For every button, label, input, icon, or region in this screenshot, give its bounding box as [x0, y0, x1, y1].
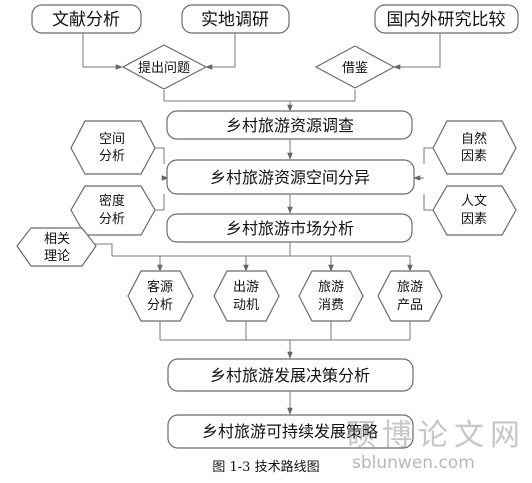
- svg-text:乡村旅游发展决策分析: 乡村旅游发展决策分析: [210, 366, 370, 385]
- svg-text:国内外研究比较: 国内外研究比较: [387, 10, 506, 30]
- svg-text:理论: 理论: [44, 249, 70, 264]
- svg-text:因素: 因素: [461, 149, 487, 164]
- top-box-literature: 文献分析: [31, 4, 142, 34]
- step-decision-analysis: 乡村旅游发展决策分析: [167, 358, 414, 392]
- step-spatial-differentiation: 乡村旅游资源空间分异: [166, 159, 415, 195]
- svg-text:乡村旅游资源调查: 乡村旅游资源调查: [226, 116, 354, 135]
- svg-text:sblunwen.com: sblunwen.com: [352, 453, 475, 473]
- svg-text:乡村旅游资源空间分异: 乡村旅游资源空间分异: [210, 168, 370, 187]
- hex-tourism-products: 旅游 产品: [377, 270, 443, 322]
- top-box-field-survey: 实地调研: [181, 4, 290, 34]
- diamond-reference: 借鉴: [314, 45, 396, 89]
- svg-text:空间: 空间: [99, 132, 125, 147]
- svg-text:乡村旅游市场分析: 乡村旅游市场分析: [226, 219, 354, 238]
- svg-text:分析: 分析: [147, 298, 173, 313]
- svg-text:消费: 消费: [318, 298, 344, 313]
- svg-text:文献分析: 文献分析: [52, 10, 120, 30]
- diamond-raise-question: 提出问题: [121, 44, 208, 90]
- svg-text:旅游: 旅游: [397, 280, 423, 295]
- svg-text:分析: 分析: [99, 212, 125, 227]
- hex-travel-motivation: 出游 动机: [213, 270, 280, 322]
- svg-text:人文: 人文: [461, 194, 487, 209]
- step-resource-survey: 乡村旅游资源调查: [166, 110, 413, 140]
- svg-text:自然: 自然: [461, 131, 487, 147]
- figure-caption: 图 1-3 技术路线图: [212, 459, 319, 475]
- svg-text:出游: 出游: [233, 280, 259, 295]
- svg-text:借鉴: 借鉴: [342, 61, 368, 76]
- svg-text:旅游: 旅游: [318, 280, 344, 295]
- hex-natural-factors: 自然 因素: [432, 120, 517, 175]
- connectors: [82, 32, 441, 415]
- hex-cultural-factors: 人文 因素: [432, 185, 517, 236]
- step-market-analysis: 乡村旅游市场分析: [166, 213, 413, 243]
- svg-text:相关: 相关: [44, 232, 70, 247]
- top-box-comparison: 国内外研究比较: [374, 4, 519, 34]
- svg-text:提出问题: 提出问题: [138, 60, 190, 76]
- svg-text:硕博论文网: 硕博论文网: [346, 418, 526, 453]
- svg-text:实地调研: 实地调研: [201, 10, 269, 30]
- hex-related-theory: 相关 理论: [16, 227, 97, 267]
- svg-text:因素: 因素: [461, 212, 487, 227]
- watermark: 硕博论文网 sblunwen.com: [346, 418, 526, 473]
- svg-text:乡村旅游可持续发展策略: 乡村旅游可持续发展策略: [202, 422, 378, 441]
- step-sustainable-strategy: 乡村旅游可持续发展策略: [167, 414, 414, 449]
- hex-density-analysis: 密度 分析: [70, 185, 156, 236]
- hex-tourist-source: 客源 分析: [127, 270, 194, 322]
- svg-text:密度: 密度: [99, 193, 125, 209]
- svg-text:动机: 动机: [233, 298, 259, 313]
- svg-text:分析: 分析: [99, 149, 125, 164]
- svg-text:产品: 产品: [397, 298, 423, 313]
- svg-text:客源: 客源: [147, 279, 173, 295]
- hex-spatial-analysis: 空间 分析: [70, 120, 156, 175]
- hex-tourism-consumption: 旅游 消费: [298, 270, 364, 322]
